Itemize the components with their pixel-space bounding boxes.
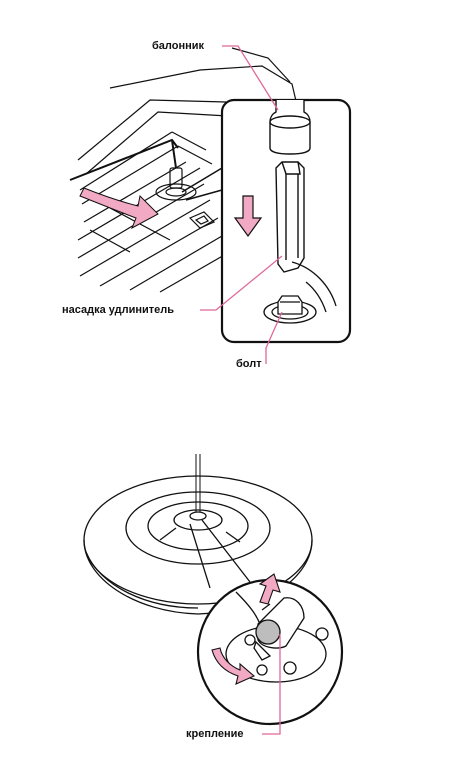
leader-lines-top — [200, 45, 283, 364]
label-bolt: болт — [236, 358, 262, 370]
up-arrow-icon — [258, 573, 281, 605]
rotate-arrow-icon-bottom — [211, 647, 256, 685]
bolt-detail — [263, 261, 337, 324]
label-wrench: балонник — [152, 40, 205, 52]
fastener-body — [253, 597, 305, 661]
label-extension: насадка удлинитель — [62, 304, 175, 316]
label-fastener: крепление — [186, 728, 244, 740]
down-arrow-icon — [233, 195, 263, 238]
spare-tire-illustration — [83, 454, 313, 615]
wrench-socket — [269, 100, 311, 155]
rotate-arrow-icon — [79, 187, 159, 230]
leader-line-fastener — [262, 634, 281, 735]
extension-bar — [275, 161, 305, 273]
